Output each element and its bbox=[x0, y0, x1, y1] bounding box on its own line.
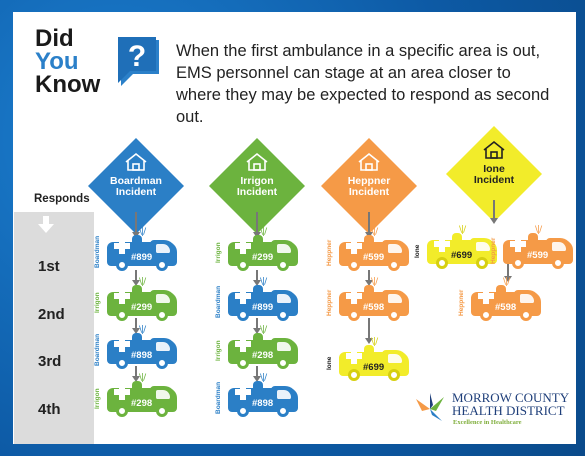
boardman-incident-diamond bbox=[88, 138, 184, 234]
connector-line bbox=[368, 212, 370, 232]
siren-icon: \|/ bbox=[371, 227, 378, 237]
responds-label: Responds bbox=[34, 193, 90, 205]
title-know: Know bbox=[35, 70, 101, 98]
siren-icon: \|/ bbox=[139, 325, 146, 335]
svg-text:?: ? bbox=[128, 40, 146, 73]
siren-icon: \|/ bbox=[371, 277, 378, 287]
siren-icon: \|/ bbox=[139, 277, 146, 287]
arrow-down-icon bbox=[38, 216, 54, 233]
siren-icon: \|/ bbox=[371, 337, 378, 347]
connector-arrow bbox=[253, 376, 261, 382]
connector-line bbox=[256, 366, 258, 376]
connector-arrow bbox=[365, 280, 373, 286]
ione-incident-diamond bbox=[446, 126, 542, 222]
rank-1st: 1st bbox=[38, 258, 60, 275]
connector-line bbox=[493, 200, 495, 218]
siren-icon: \|/ bbox=[535, 225, 542, 235]
connector-arrow bbox=[504, 276, 512, 282]
siren-icon: \|/ bbox=[139, 373, 146, 383]
house-icon bbox=[483, 140, 505, 159]
connector-arrow bbox=[132, 328, 140, 334]
house-icon bbox=[246, 152, 268, 171]
connector-arrow bbox=[132, 280, 140, 286]
siren-icon: \|/ bbox=[260, 227, 267, 237]
connector-line bbox=[256, 270, 258, 280]
question-bubble-icon: ? bbox=[118, 37, 159, 86]
connector-line bbox=[256, 318, 258, 328]
title-you: You bbox=[35, 47, 79, 75]
house-icon bbox=[358, 152, 380, 171]
connector-arrow bbox=[253, 328, 261, 334]
connector-line bbox=[368, 270, 370, 280]
connector-line bbox=[135, 212, 137, 232]
connector-line bbox=[368, 318, 370, 338]
infographic-panel bbox=[13, 12, 576, 444]
connector-line bbox=[135, 270, 137, 280]
logo-line-1: MORROW COUNTY bbox=[452, 390, 570, 405]
siren-icon: \|/ bbox=[503, 277, 510, 287]
rank-3rd: 3rd bbox=[38, 353, 62, 370]
connector-line bbox=[256, 212, 258, 232]
siren-icon: \|/ bbox=[139, 227, 146, 237]
siren-icon: \|/ bbox=[260, 325, 267, 335]
connector-arrow bbox=[365, 338, 373, 344]
title-did: Did bbox=[35, 25, 74, 52]
connector-line bbox=[507, 262, 509, 276]
connector-line bbox=[135, 366, 137, 376]
connector-arrow bbox=[132, 376, 140, 382]
connector-arrow bbox=[490, 218, 498, 224]
morrow-county-logo-icon bbox=[416, 393, 444, 421]
house-icon bbox=[125, 152, 147, 171]
did-you-know-title: Did You Know bbox=[35, 25, 101, 98]
irrigon-incident-diamond bbox=[209, 138, 305, 234]
siren-icon: \|/ bbox=[260, 373, 267, 383]
siren-icon: \|/ bbox=[459, 225, 466, 235]
logo-line-2: HEALTH DISTRICT bbox=[452, 403, 565, 418]
responds-column bbox=[14, 212, 94, 444]
intro-text: When the first ambulance in a specific a… bbox=[176, 42, 550, 126]
connector-arrow bbox=[253, 280, 261, 286]
connector-line bbox=[135, 318, 137, 328]
siren-icon: \|/ bbox=[260, 277, 267, 287]
heppner-incident-diamond bbox=[321, 138, 417, 234]
logo-tagline: Excellence in Healthcare bbox=[453, 419, 522, 426]
rank-2nd: 2nd bbox=[38, 306, 65, 323]
rank-4th: 4th bbox=[38, 401, 61, 418]
